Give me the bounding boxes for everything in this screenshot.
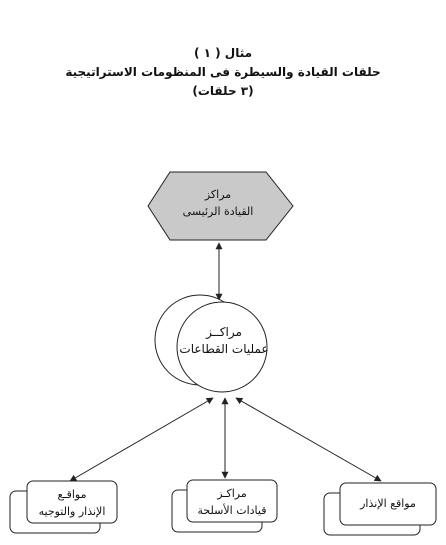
warning-guidance-line1: مواقـع	[57, 488, 87, 501]
warning-sites-label: مواقع الإنذار	[340, 495, 436, 512]
main-command-label: مراكز القيادة الرئيسى	[168, 186, 268, 220]
main-command-hexagon	[147, 171, 294, 241]
weapons-command-line1: مراكـز	[217, 487, 247, 500]
connector-sector-to-warning-guidance	[69, 397, 214, 482]
warning-sites-line1: مواقع الإنذار	[360, 497, 416, 510]
connector-sector-to-warning-sites	[235, 397, 382, 482]
diagram-title: مثال ( ١ ) حلقات القيادة والسيطرة فى الم…	[0, 44, 446, 101]
sector-ops-line1: مراكــز	[206, 325, 242, 339]
sector-ops-label: مراكــز عمليات القطاعات	[176, 324, 272, 358]
main-command-line2: القيادة الرئيسى	[182, 205, 254, 218]
main-command-line1: مراكز	[204, 188, 232, 201]
weapons-command-label: مراكـز قيادات الأسلحة	[187, 485, 277, 519]
warning-guidance-label: مواقـع الإنذار والتوجيه	[27, 486, 117, 520]
title-line-2: حلقات القيادة والسيطرة فى المنظومات الاس…	[65, 65, 381, 79]
warning-sites-box-front	[339, 482, 437, 526]
title-line-1: مثال ( ١ )	[193, 46, 253, 60]
title-line-3: (٣ حلقات)	[192, 84, 254, 98]
warning-guidance-box-front	[26, 480, 118, 524]
sector-ops-line2: عمليات القطاعات	[179, 342, 269, 356]
weapons-command-line2: قيادات الأسلحة	[197, 504, 267, 517]
weapons-command-box-front	[186, 479, 278, 523]
warning-guidance-line2: الإنذار والتوجيه	[38, 505, 106, 518]
sector-ops-front-circle	[176, 301, 268, 393]
